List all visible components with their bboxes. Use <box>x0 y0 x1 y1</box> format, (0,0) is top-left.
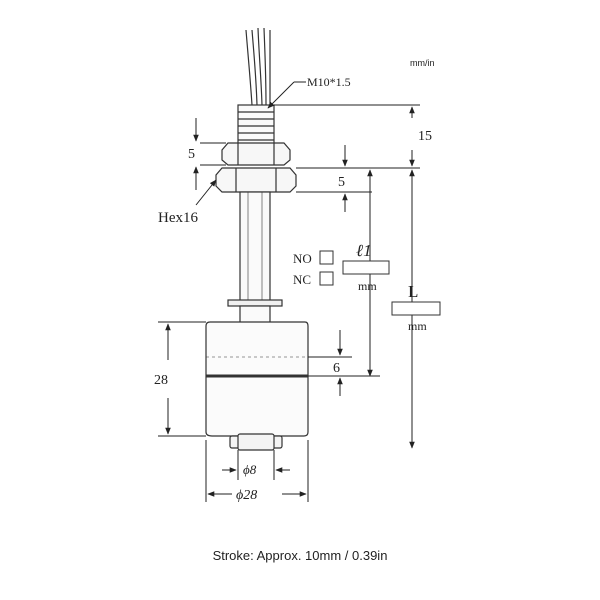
offset-label: 6 <box>333 361 340 376</box>
nut-height-dimension <box>193 118 226 190</box>
cable-wires <box>245 27 271 106</box>
inner-diameter-label: ϕ8 <box>243 462 257 477</box>
L-unit: mm <box>408 319 427 333</box>
hex-label: Hex16 <box>158 210 198 226</box>
hex-leader <box>195 179 217 206</box>
float-height-dimension <box>158 321 206 437</box>
stop-collar <box>227 299 283 307</box>
bottom-ring <box>229 433 283 451</box>
float-diameter-dimension <box>205 440 309 502</box>
nut-height-label: 5 <box>188 147 195 162</box>
no-label: NO <box>293 251 312 266</box>
top-dimension <box>274 104 420 169</box>
threaded-stem <box>237 104 275 146</box>
inner-diameter-dimension <box>222 450 290 480</box>
nc-label: NC <box>293 272 311 287</box>
units-label: mm/in <box>410 58 435 68</box>
l1-label: ℓ1 <box>356 241 372 260</box>
thread-leader <box>267 81 306 109</box>
float-diameter-label: ϕ28 <box>236 488 257 503</box>
l1-input-box[interactable] <box>342 260 390 275</box>
float-body <box>205 321 309 437</box>
hex-height-dimension <box>296 145 372 212</box>
l1-unit: mm <box>358 279 377 293</box>
hex-body <box>215 167 297 193</box>
thread-label: M10*1.5 <box>307 75 351 89</box>
top-dimension-label: 15 <box>418 129 432 144</box>
L-input-box[interactable] <box>391 301 441 316</box>
float-height-label: 28 <box>154 373 168 388</box>
L-label: L <box>408 282 418 301</box>
stroke-caption: Stroke: Approx. 10mm / 0.39in <box>212 548 388 563</box>
nc-checkbox[interactable] <box>319 271 334 286</box>
hex-height-label: 5 <box>338 175 345 190</box>
offset-dimension <box>308 330 380 396</box>
no-checkbox[interactable] <box>319 250 334 265</box>
upper-nut <box>221 142 291 166</box>
stem-tube <box>239 191 271 303</box>
